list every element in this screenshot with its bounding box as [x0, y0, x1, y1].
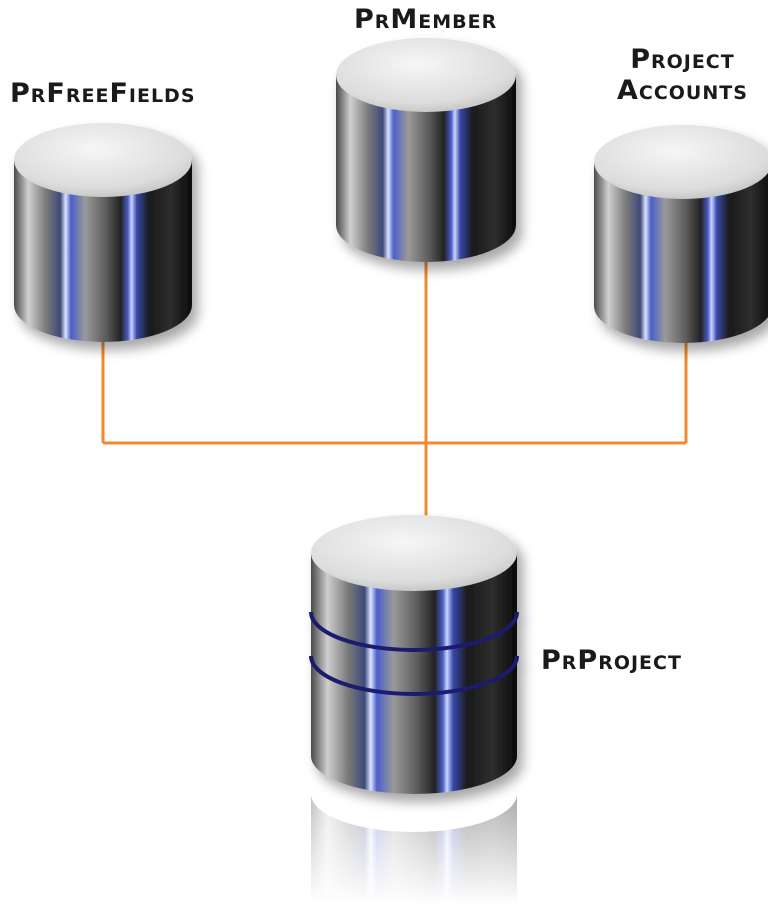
label-free-fields-text: PrFreeFields	[10, 78, 196, 109]
cylinder-project	[309, 515, 519, 794]
label-accounts-line2: Accounts	[617, 75, 748, 107]
cylinder-accounts	[594, 125, 768, 343]
cylinder-project-reflection	[300, 790, 530, 904]
cylinder-member	[336, 38, 516, 262]
cylinder-ring-lower	[309, 655, 519, 696]
label-accounts-line1: Project	[630, 44, 735, 75]
cylinder-ring-upper	[309, 611, 519, 652]
label-project-text: PrProject	[541, 645, 682, 676]
label-project: PrProject	[541, 645, 682, 676]
label-member: PrMember	[354, 4, 497, 35]
cylinder-free-fields	[14, 123, 192, 342]
label-accounts: Project Accounts	[617, 44, 748, 106]
label-free-fields: PrFreeFields	[10, 78, 196, 109]
label-member-text: PrMember	[354, 4, 498, 35]
connector-lines	[101, 262, 688, 524]
